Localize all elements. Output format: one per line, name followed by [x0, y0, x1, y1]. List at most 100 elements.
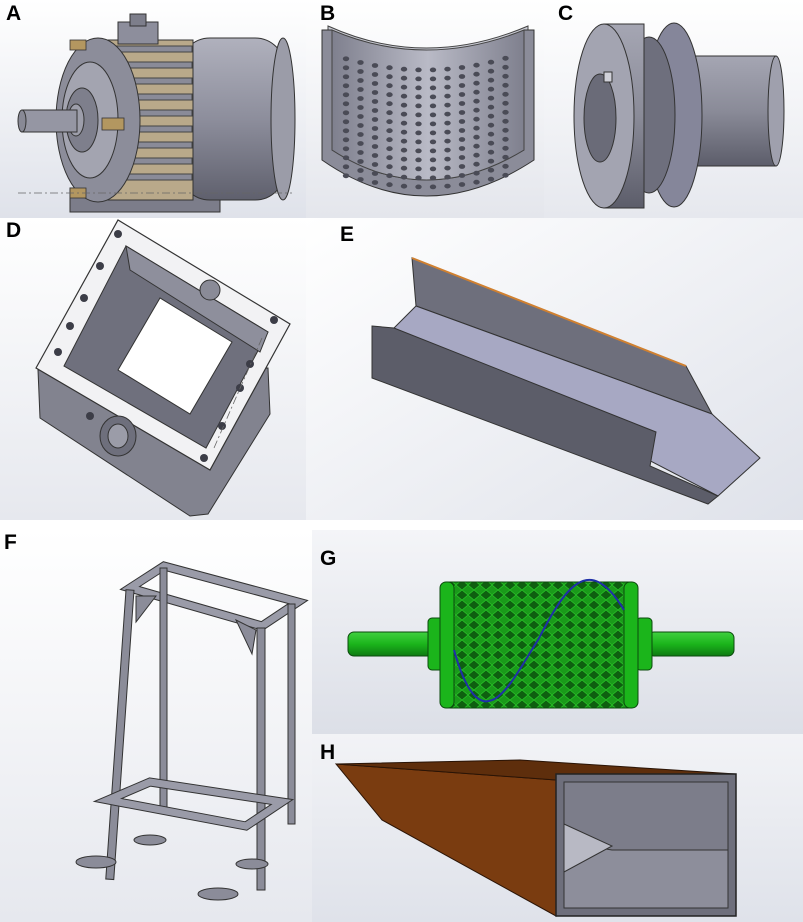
perforation-hole: [458, 155, 466, 160]
perforation-hole: [400, 93, 408, 99]
perforation-hole: [444, 111, 451, 117]
perforation-hole: [357, 114, 364, 119]
perforation-hole: [386, 128, 393, 134]
perforation-hole: [386, 137, 393, 143]
panel-label-b: B: [320, 2, 336, 25]
perforation-hole: [444, 66, 451, 72]
hopper-drawing: [312, 734, 803, 922]
perforation-hole: [342, 173, 350, 179]
panel-label-h: H: [320, 741, 336, 764]
panel-label-e: E: [340, 223, 355, 246]
perforation-hole: [342, 164, 350, 170]
perforation-hole: [502, 109, 509, 115]
perforation-hole: [386, 146, 393, 152]
perforation-hole: [502, 127, 509, 133]
perforation-hole: [444, 84, 451, 90]
perforation-hole: [386, 74, 393, 80]
perforation-hole: [371, 72, 379, 77]
perforation-hole: [473, 98, 480, 104]
perforation-hole: [357, 132, 364, 137]
perforation-hole: [473, 143, 480, 149]
perforation-hole: [444, 129, 451, 135]
perforation-hole: [487, 104, 495, 110]
perforation-hole: [429, 130, 437, 136]
perforation-hole: [400, 120, 408, 126]
perforation-hole: [371, 81, 379, 86]
perforation-hole: [357, 105, 364, 110]
perforation-hole: [357, 141, 364, 146]
perforation-hole: [458, 164, 466, 169]
perforation-hole: [502, 64, 509, 70]
perforation-hole: [342, 92, 350, 98]
panel-label-d: D: [6, 219, 22, 242]
perforation-hole: [458, 101, 466, 106]
perforation-hole: [371, 99, 379, 104]
chute-drawing: [306, 218, 803, 520]
perforation-hole: [473, 89, 480, 95]
perforation-hole: [342, 83, 350, 89]
perforation-hole: [357, 96, 364, 101]
perforation-hole: [444, 138, 451, 144]
perforation-hole: [415, 121, 422, 127]
perforation-hole: [386, 92, 393, 98]
perforation-hole: [429, 121, 437, 127]
perforation-hole: [502, 55, 509, 61]
perforation-hole: [386, 173, 393, 179]
perforation-hole: [444, 174, 451, 180]
perforation-hole: [473, 125, 480, 131]
perforation-hole: [371, 117, 379, 122]
perforation-hole: [400, 129, 408, 135]
perforation-hole: [415, 157, 422, 163]
panel-g-roller: G: [312, 530, 803, 734]
perforation-hole: [429, 76, 437, 82]
perforation-hole: [487, 140, 495, 146]
panel-f-frame: F: [0, 530, 312, 922]
perforation-hole: [386, 65, 393, 71]
perforation-hole: [487, 131, 495, 137]
screen-drawing: [306, 0, 544, 218]
perforation-hole: [357, 150, 364, 155]
perforation-hole: [502, 118, 509, 124]
perforation-hole: [458, 173, 466, 178]
perforation-hole: [444, 120, 451, 126]
panel-label-f: F: [4, 531, 17, 554]
perforation-hole: [429, 184, 437, 190]
perforation-hole: [458, 110, 466, 115]
perforation-hole: [487, 167, 495, 173]
panel-label-a: A: [6, 2, 22, 25]
perforation-hole: [429, 85, 437, 91]
perforation-hole: [473, 161, 480, 167]
perforation-hole: [415, 175, 422, 181]
perforation-hole: [415, 67, 422, 73]
perforation-hole: [371, 171, 379, 176]
perforation-hole: [371, 90, 379, 95]
perforation-hole: [357, 60, 364, 65]
perforation-hole: [386, 119, 393, 125]
perforation-hole: [415, 94, 422, 100]
perforation-hole: [487, 122, 495, 128]
panel-a-motor: A: [0, 0, 306, 218]
perforation-hole: [429, 112, 437, 118]
perforation-hole: [371, 108, 379, 113]
panel-label-c: C: [558, 2, 574, 25]
perforation-hole: [458, 119, 466, 124]
perforation-hole: [357, 78, 364, 83]
perforation-hole: [386, 101, 393, 107]
perforation-hole: [357, 177, 364, 182]
perforation-hole: [400, 138, 408, 144]
perforation-hole: [502, 136, 509, 142]
perforation-hole: [502, 163, 509, 169]
perforation-hole: [357, 69, 364, 74]
perforation-hole: [400, 165, 408, 171]
perforation-hole: [429, 67, 437, 73]
panel-label-g: G: [320, 547, 337, 570]
perforation-hole: [415, 103, 422, 109]
perforation-hole: [487, 86, 495, 92]
perforation-hole: [487, 176, 495, 182]
perforation-hole: [400, 102, 408, 108]
panel-d-housing: D: [0, 218, 306, 520]
perforation-hole: [386, 164, 393, 170]
perforation-hole: [342, 110, 350, 116]
perforation-hole: [502, 91, 509, 97]
perforation-hole: [473, 152, 480, 158]
